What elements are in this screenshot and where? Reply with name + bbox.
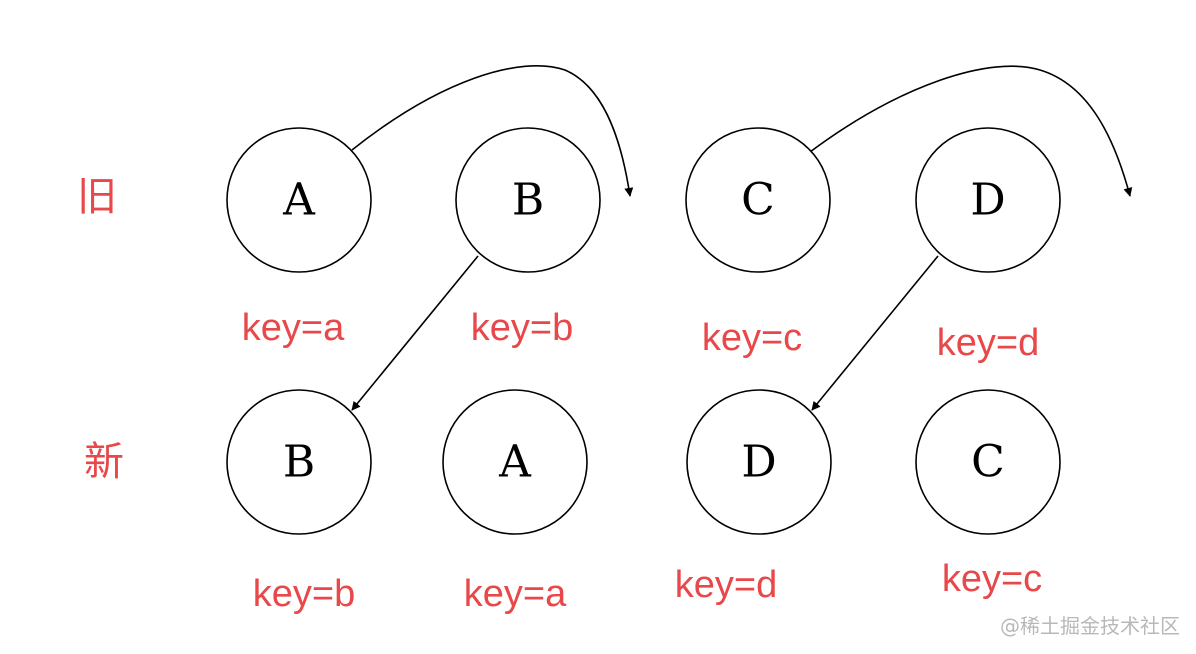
new-node-2-key: key=a <box>464 573 567 615</box>
old-node-1-circle <box>226 127 372 273</box>
new-node-3-letter: D <box>741 437 776 488</box>
old-node-4-key: key=d <box>937 322 1039 364</box>
new-node-4-letter: C <box>971 437 1005 488</box>
new-row-label: 新 <box>84 439 124 485</box>
new-node-1: B key=b <box>226 389 372 615</box>
new-node-1-key: key=b <box>253 573 355 615</box>
old-node-3-circle <box>685 127 831 273</box>
arrow-a-to-after-b <box>351 65 634 197</box>
arrow-b-to-new-first <box>351 255 479 411</box>
old-node-1-letter: A <box>282 175 316 226</box>
new-node-4-key: key=c <box>942 558 1042 600</box>
new-node-3-key: key=d <box>675 564 777 606</box>
old-row-label: 旧 <box>77 174 117 220</box>
new-node-3-circle <box>686 389 832 535</box>
watermark: @稀土掘金技术社区 <box>1000 614 1180 638</box>
old-node-2: B key=b <box>455 127 601 349</box>
old-node-3-letter: C <box>741 175 775 226</box>
new-node-2-letter: A <box>498 437 532 488</box>
new-node-4: C key=c <box>915 389 1061 600</box>
new-node-4-circle <box>915 389 1061 535</box>
arrow-d-to-new-third <box>811 255 939 411</box>
old-node-2-circle <box>455 127 601 273</box>
new-node-1-letter: B <box>283 437 315 488</box>
old-node-3-key: key=c <box>702 317 802 359</box>
new-node-1-circle <box>226 389 372 535</box>
old-node-4: D key=d <box>915 127 1061 364</box>
old-node-4-letter: D <box>970 175 1005 226</box>
old-node-2-letter: B <box>512 175 544 226</box>
old-node-2-key: key=b <box>471 307 573 349</box>
new-node-2: A key=a <box>442 389 588 615</box>
arrow-c-to-after-d <box>809 65 1133 197</box>
new-node-2-circle <box>442 389 588 535</box>
old-node-3: C key=c <box>685 127 831 359</box>
old-node-1-key: key=a <box>242 307 345 349</box>
old-node-4-circle <box>915 127 1061 273</box>
old-node-1: A key=a <box>226 127 372 349</box>
new-node-3: D key=d <box>675 389 832 606</box>
